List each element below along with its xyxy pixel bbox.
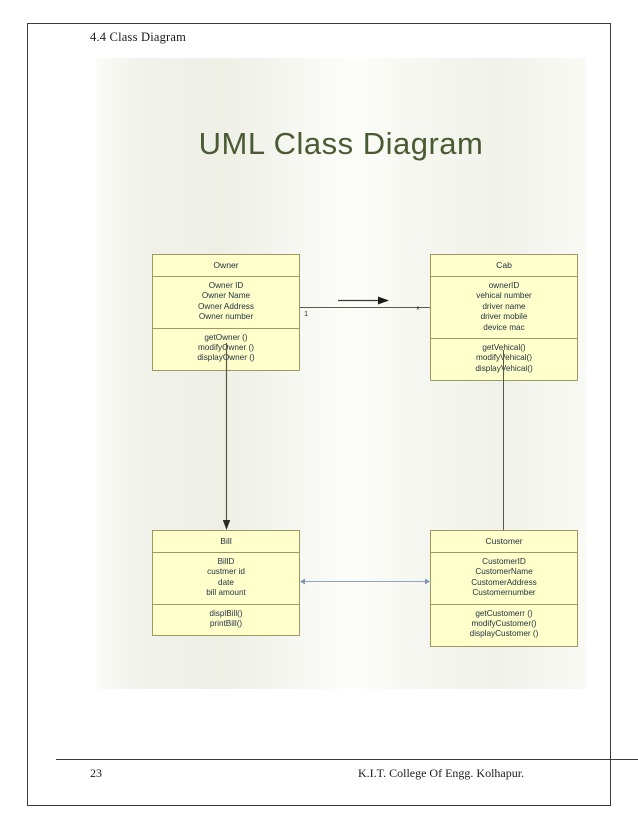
attribute: CustomerID <box>482 557 526 566</box>
class-attributes-owner: Owner ID Owner Name Owner Address Owner … <box>153 277 299 329</box>
multiplicity-cab: * <box>416 305 420 316</box>
association-cab-customer-line <box>503 350 504 530</box>
class-name-bill: Bill <box>153 531 299 553</box>
operation: getOwner () <box>204 332 248 342</box>
attribute: Owner ID <box>208 281 244 290</box>
association-bill-customer-arrow-icon <box>300 573 430 585</box>
diagram-title: UML Class Diagram <box>198 126 484 161</box>
footer-page-number: 23 <box>90 766 102 780</box>
association-owner-bill-arrow-icon <box>222 343 231 531</box>
association-owner-cab-direction-arrow-icon <box>338 292 390 305</box>
uml-class-customer[interactable]: Customer CustomerID CustomerName Custome… <box>430 530 578 647</box>
attribute: BillD <box>217 557 235 566</box>
class-operations-customer: getCustomerr () modifyCustomer() display… <box>431 605 577 646</box>
attribute: vehical number <box>476 291 532 301</box>
operation: displBill() <box>209 608 243 618</box>
attribute: Customernumber <box>472 588 536 598</box>
class-name-customer: Customer <box>431 531 577 553</box>
class-name-cab: Cab <box>431 255 577 277</box>
association-owner-cab-line <box>300 307 430 308</box>
operation: getVehical() <box>482 343 526 353</box>
operation: getCustomerr () <box>475 608 533 618</box>
operation: modifyVehical() <box>476 353 532 363</box>
footer-institution: K.I.T. College Of Engg. Kolhapur. <box>358 766 525 780</box>
class-attributes-bill: BillD custmer id date bill amount <box>153 553 299 605</box>
uml-diagram-canvas: UML Class Diagram Owner Owner ID Owner N… <box>96 58 586 689</box>
attribute: ownerID <box>488 281 520 290</box>
attribute: device mac <box>483 322 525 332</box>
section-heading: 4.4 Class Diagram <box>90 30 187 44</box>
uml-class-bill[interactable]: Bill BillD custmer id date bill amount d… <box>152 530 300 637</box>
attribute: CustomerAddress <box>471 577 537 587</box>
class-name-owner: Owner <box>153 255 299 277</box>
multiplicity-owner: 1 <box>304 309 309 318</box>
attribute: date <box>218 577 234 587</box>
attribute: Owner Name <box>201 291 251 301</box>
class-operations-bill: displBill() printBill() <box>153 605 299 636</box>
attribute: bill amount <box>206 588 246 598</box>
document-page: 4.4 Class Diagram UML Class Diagram Owne… <box>27 23 638 806</box>
attribute: custmer id <box>207 567 245 577</box>
attribute: CustomerName <box>475 567 533 577</box>
operation: displayVehical() <box>475 363 533 373</box>
operation: displayCustomer () <box>469 629 539 639</box>
class-attributes-cab: ownerID vehical number driver name drive… <box>431 277 577 340</box>
operation: printBill() <box>209 619 243 629</box>
attribute: driver name <box>482 301 526 311</box>
uml-class-cab[interactable]: Cab ownerID vehical number driver name d… <box>430 254 578 382</box>
class-operations-cab: getVehical() modifyVehical() displayVehi… <box>431 339 577 380</box>
attribute: Owner number <box>198 312 254 322</box>
attribute: Owner Address <box>198 301 254 311</box>
attribute: driver mobile <box>480 312 528 322</box>
operation: modifyCustomer() <box>471 619 537 629</box>
footer-divider <box>56 759 638 760</box>
class-attributes-customer: CustomerID CustomerName CustomerAddress … <box>431 553 577 605</box>
